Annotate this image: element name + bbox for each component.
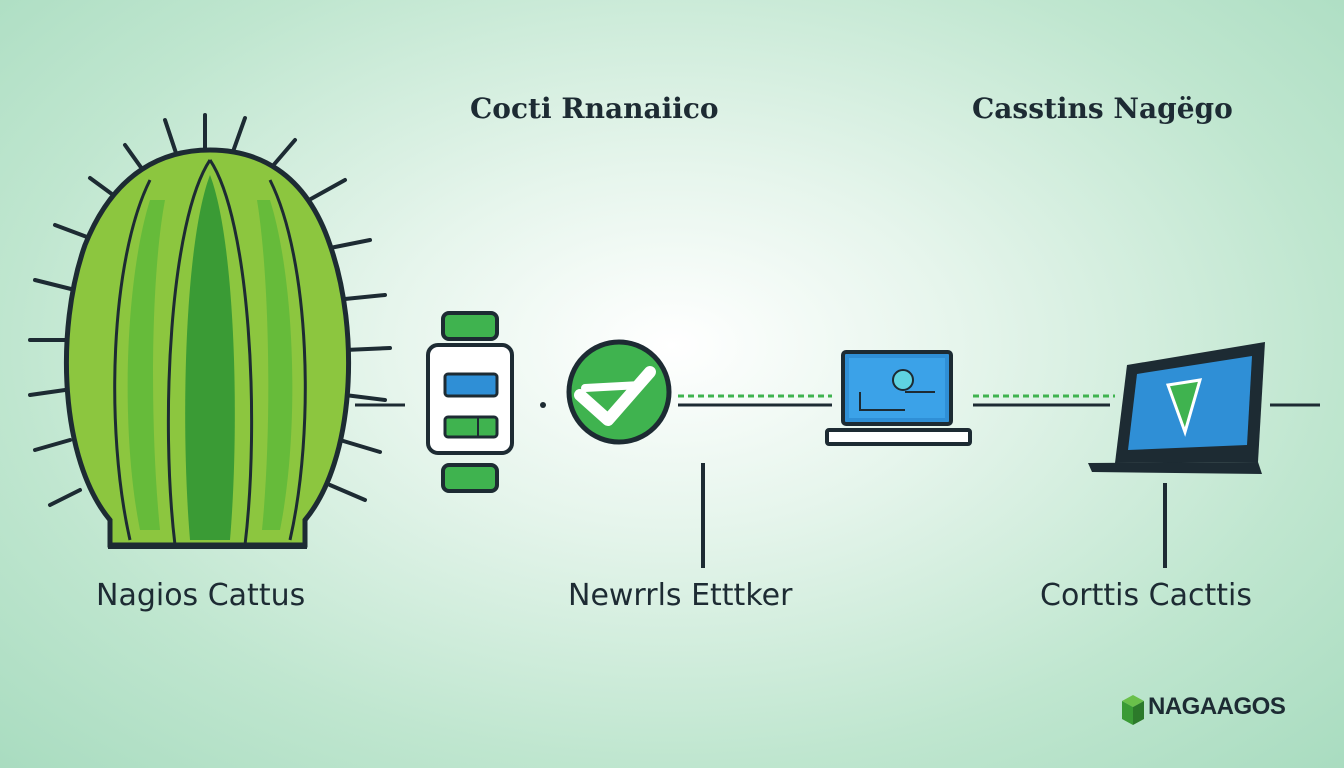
laptop-icon xyxy=(825,350,972,446)
title-left: Cocti Rnanaiico xyxy=(470,92,719,125)
check-icon xyxy=(566,339,672,445)
monitor-icon xyxy=(1088,342,1265,474)
device-icon xyxy=(426,311,514,493)
logo-cube-icon xyxy=(1122,695,1144,725)
connector-line xyxy=(973,394,1320,568)
title-right: Casstins Nagëgo xyxy=(972,92,1233,125)
brand-logo: NAGAAGOS xyxy=(1120,693,1286,721)
cactus-icon xyxy=(28,113,392,549)
node-label-server: Corttis Cacttis xyxy=(1040,578,1252,613)
connector-line xyxy=(678,394,832,568)
node-label-network: Newrrls Etttker xyxy=(568,578,793,613)
logo-text: NAGAAGOS xyxy=(1148,693,1286,720)
dot xyxy=(540,402,546,408)
node-label-cactus: Nagios Cattus xyxy=(96,578,306,613)
